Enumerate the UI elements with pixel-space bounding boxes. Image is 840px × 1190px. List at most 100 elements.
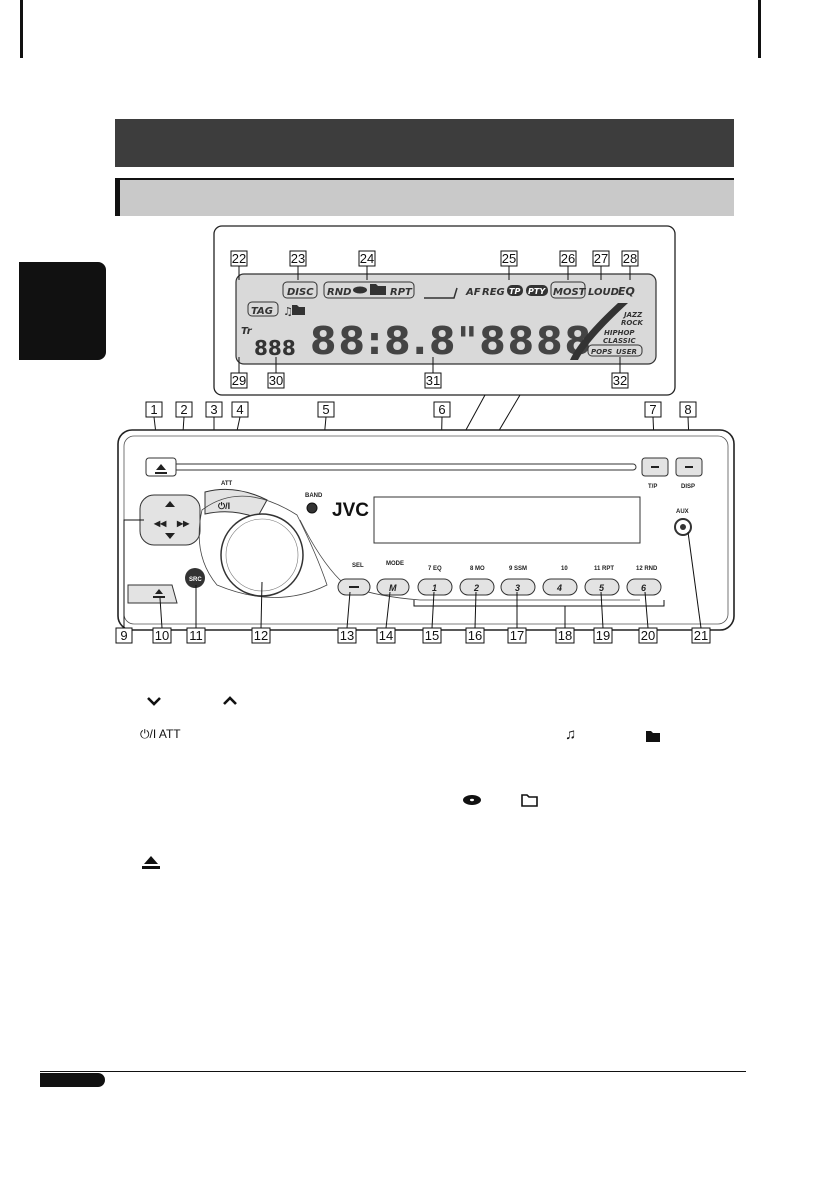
down-button-icon [165,533,175,539]
disp-label: DISP [681,484,695,490]
prev-track-icon: ◀◀ [153,519,167,528]
head-unit-faceplate: T/P DISP ATT ⏻/I ◀◀ ▶▶ SRC BAND JVC AUX [117,429,735,631]
callout-8: 8 [684,402,691,417]
detach-button[interactable] [127,584,178,604]
callout-17: 17 [510,628,524,643]
src-label: SRC [189,577,202,583]
preset-number-2: 2 [473,583,479,593]
callout-12: 12 [254,628,268,643]
disc-indicator: DISC [287,287,314,298]
lcd-indicators: TAG DISC RND RPT AF REG TP PTY MOST LOUD… [241,281,643,363]
preset-label-5: 11 RPT [594,566,614,572]
callout-6: 6 [438,402,445,417]
callout-15: 15 [425,628,439,643]
mode-label: MODE [386,561,404,567]
preset-button-1[interactable] [417,578,453,596]
folder-icon [370,284,386,295]
eject-icon [155,464,167,474]
section-header-bar [115,119,734,167]
lcd-bottom-callouts: 29 30 31 32 [230,357,629,389]
callout-18: 18 [558,628,572,643]
preset-button-6[interactable] [626,578,662,596]
eq-slash-graphic [570,303,628,360]
tp-indicator: TP [509,287,520,296]
callout-23: 23 [291,251,305,266]
up-button-icon [165,501,175,507]
eq-classic: CLASSIC [603,337,636,345]
pty-indicator: PTY [528,287,546,296]
folder-icon-2 [521,794,538,807]
callout-1: 1 [150,402,157,417]
rnd-indicator: RND [327,287,351,298]
music-note-icon-lcd: ♫ [283,305,293,318]
tp-label: T/P [648,484,657,490]
disc-icon [353,286,367,294]
src-button[interactable] [185,568,205,588]
callout-5: 5 [322,402,329,417]
loud-indicator: LOUD [588,287,619,298]
lcd-top-callouts: 22 23 24 25 26 27 28 [230,250,639,280]
power-icon-legend: ⏻/I [140,727,159,741]
preset-label-6: 12 RND [636,566,658,572]
callout-4: 4 [236,402,243,417]
band-button[interactable] [306,502,318,514]
callout-26: 26 [561,251,575,266]
preset-label-4: 10 [561,566,568,572]
mode-m-text: M [389,583,397,593]
eq-hiphop: HIPHOP [604,329,635,337]
preset-number-6: 6 [641,583,647,593]
rpt-indicator: RPT [390,287,413,298]
preset-button-2[interactable] [459,578,495,596]
callout-21: 21 [694,628,708,643]
eq-user: USER [616,348,637,356]
eq-jazz: JAZZ [622,311,643,319]
up-chevron-icon [223,696,237,705]
callout-14: 14 [379,628,393,643]
eq-rock: ROCK [621,319,643,327]
callout-16: 16 [468,628,482,643]
att-legend-text: ATT [158,727,181,741]
eject-icon-legend [142,856,160,869]
eq-pops: POPS [591,348,612,356]
top-left-rule [20,0,23,58]
top-right-rule [758,0,761,58]
preset-number-1: 1 [432,583,437,593]
callout-19: 19 [596,628,610,643]
detach-icon [153,589,165,598]
preset-label-2: 8 MO [470,566,485,572]
preset-label-3: 9 SSM [509,566,527,572]
power-att-legend: ⏻/I ATT [140,727,181,742]
band-label: BAND [305,493,323,499]
callout-10: 10 [155,628,169,643]
folder-icon-legend [646,731,660,742]
callout-31: 31 [426,373,440,388]
folder-icon-lcd [292,305,305,315]
next-track-icon: ▶▶ [176,519,190,528]
page-number-tab [40,1073,105,1087]
callout-3: 3 [210,402,217,417]
track-digits: 888 [254,336,296,360]
preset-button-5[interactable] [584,578,620,596]
reg-indicator: REG [482,287,505,298]
unit-display-window [373,496,641,544]
att-label: ATT [221,481,233,487]
callout-22: 22 [232,251,246,266]
preset-number-4: 4 [556,583,562,593]
chevron-icons [147,696,237,706]
mode-button[interactable] [376,578,410,596]
music-note-icon: ♫ [565,726,577,743]
callout-28: 28 [623,251,637,266]
subsection-header-bar [115,178,734,216]
preset-button-4[interactable] [542,578,578,596]
tr-indicator: Tr [241,326,253,337]
callout-25: 25 [502,251,516,266]
brand-logo: JVC [332,500,369,521]
down-chevron-icon [147,697,161,706]
preset-button-3[interactable] [500,578,536,596]
language-side-tab [19,262,106,360]
aux-label: AUX [676,509,689,515]
callout-32: 32 [613,373,627,388]
preset-buttons: 1 2 3 4 5 6 [417,578,662,596]
disc-icon-legend [463,795,481,805]
preset-number-5: 5 [599,583,605,593]
